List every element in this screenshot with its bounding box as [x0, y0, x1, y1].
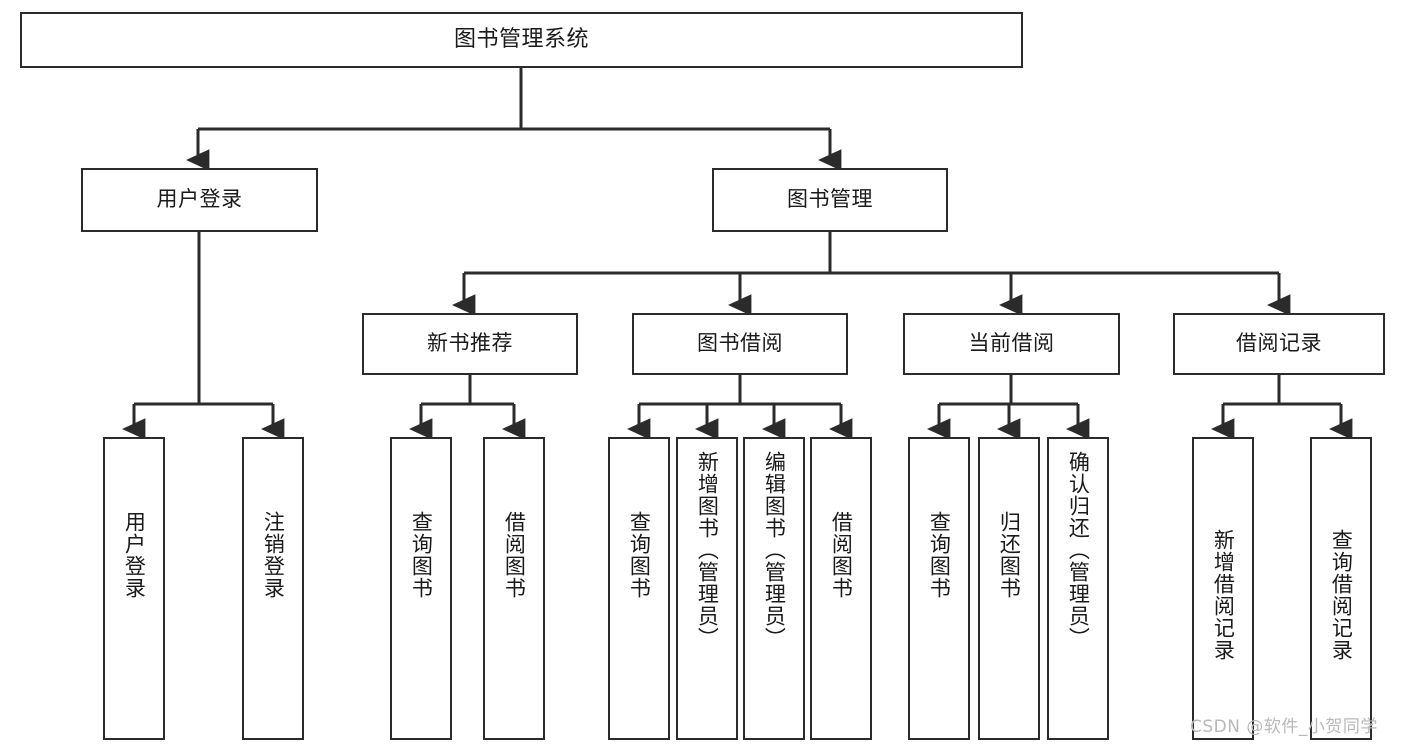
node-label: 借阅图书 — [829, 511, 854, 599]
node-user-login[interactable]: 用户登录 — [81, 168, 318, 232]
leaf-query-borrow-record[interactable]: 查询借阅记录 — [1310, 437, 1372, 740]
node-label: 新书推荐 — [427, 331, 513, 356]
leaf-borrow-book-recommendation[interactable]: 借阅图书 — [483, 437, 545, 740]
leaf-logout[interactable]: 注销登录 — [242, 437, 304, 740]
node-label: 图书借阅 — [697, 331, 783, 356]
node-label: 图书管理 — [787, 187, 873, 212]
node-borrow-record[interactable]: 借阅记录 — [1173, 313, 1385, 375]
node-label: 借阅记录 — [1236, 331, 1322, 356]
leaf-query-book-current[interactable]: 查询图书 — [908, 437, 970, 740]
node-label: 确认归还（管理员） — [1066, 451, 1091, 649]
node-label: 借阅图书 — [502, 511, 527, 599]
node-label: 查询图书 — [927, 511, 952, 599]
node-label: 查询图书 — [409, 511, 434, 599]
node-label: 新增图书（管理员） — [695, 451, 720, 649]
csdn-watermark: CSDN @软件_小贺同学 — [1190, 717, 1378, 737]
leaf-query-book-borrow[interactable]: 查询图书 — [608, 437, 670, 740]
leaf-user-login[interactable]: 用户登录 — [103, 437, 165, 740]
node-label: 用户登录 — [122, 511, 147, 599]
node-current-borrow[interactable]: 当前借阅 — [903, 313, 1120, 375]
node-label: 查询借阅记录 — [1329, 529, 1354, 661]
node-label: 用户登录 — [156, 187, 243, 212]
node-book-manage[interactable]: 图书管理 — [712, 168, 948, 232]
leaf-add-borrow-record[interactable]: 新增借阅记录 — [1192, 437, 1254, 740]
leaf-borrow-book-borrow[interactable]: 借阅图书 — [810, 437, 872, 740]
leaf-return-book[interactable]: 归还图书 — [978, 437, 1040, 740]
node-label: 图书管理系统 — [453, 26, 589, 52]
leaf-query-book-recommendation[interactable]: 查询图书 — [390, 437, 452, 740]
node-label: 编辑图书（管理员） — [762, 451, 787, 649]
node-root-book-management-system[interactable]: 图书管理系统 — [20, 12, 1023, 68]
node-label: 新增借阅记录 — [1211, 529, 1236, 661]
node-label: 查询图书 — [627, 511, 652, 599]
node-label: 归还图书 — [997, 511, 1022, 599]
node-label: 当前借阅 — [968, 331, 1055, 356]
node-book-borrow[interactable]: 图书借阅 — [632, 313, 848, 375]
node-new-book-recommendation[interactable]: 新书推荐 — [362, 313, 578, 375]
leaf-edit-book-admin[interactable]: 编辑图书（管理员） — [743, 437, 805, 740]
node-label: 注销登录 — [261, 511, 286, 599]
leaf-add-book-admin[interactable]: 新增图书（管理员） — [676, 437, 738, 740]
leaf-confirm-return-admin[interactable]: 确认归还（管理员） — [1047, 437, 1109, 740]
